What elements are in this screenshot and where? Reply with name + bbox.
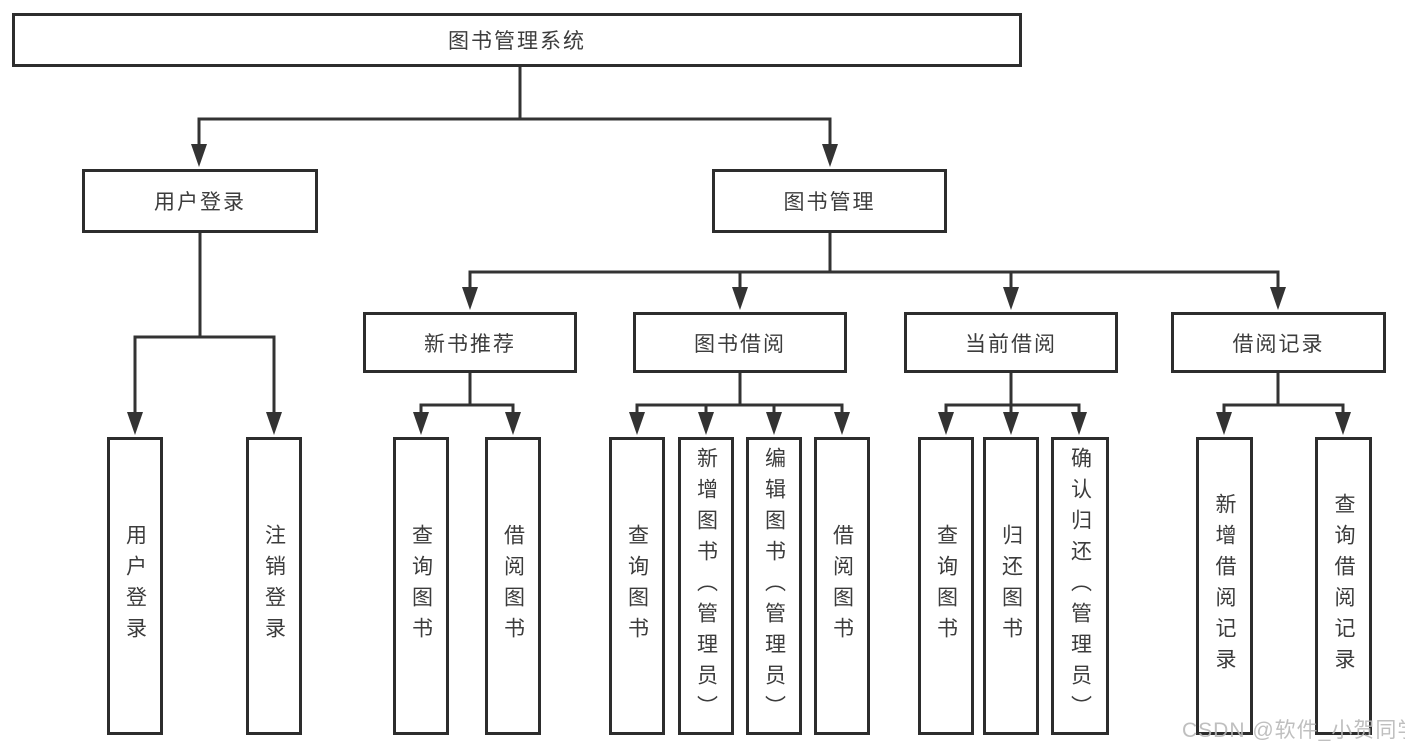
leaf-label: 借阅图书	[501, 524, 525, 648]
node-user-login: 用户登录	[82, 169, 318, 233]
leaf-label: 新增借阅记录	[1213, 493, 1236, 679]
leaf-records-add-record: 新增借阅记录	[1196, 437, 1253, 735]
node-label: 图书管理	[783, 191, 876, 214]
leaf-borrowing-add-books-admin: 新增图书（管理员）	[678, 437, 734, 735]
leaf-label: 用户登录	[123, 524, 147, 648]
leaf-newbook-query-books: 查询图书	[393, 437, 449, 735]
node-new-book-recommend: 新书推荐	[363, 312, 577, 373]
node-label: 用户登录	[154, 191, 246, 214]
leaf-label: 确认归还（管理员）	[1068, 446, 1092, 726]
leaf-label: 编辑图书（管理员）	[762, 446, 786, 726]
node-label: 图书管理系统	[448, 30, 586, 53]
leaf-newbook-borrow-books: 借阅图书	[485, 437, 541, 735]
leaf-label: 借阅图书	[830, 524, 854, 648]
leaf-records-query-record: 查询借阅记录	[1315, 437, 1372, 735]
leaf-borrowing-query-books: 查询图书	[609, 437, 665, 735]
leaf-label: 查询图书	[409, 524, 433, 648]
leaf-label: 新增图书（管理员）	[694, 446, 718, 726]
node-borrowing-records: 借阅记录	[1171, 312, 1386, 373]
leaf-label: 归还图书	[999, 524, 1023, 648]
leaf-label: 查询图书	[934, 524, 958, 648]
leaf-borrowing-borrow-books: 借阅图书	[814, 437, 870, 735]
node-label: 新书推荐	[424, 332, 516, 356]
leaf-current-confirm-return-admin: 确认归还（管理员）	[1051, 437, 1109, 735]
leaf-borrowing-edit-books-admin: 编辑图书（管理员）	[746, 437, 802, 735]
node-book-management: 图书管理	[712, 169, 947, 233]
leaf-logout: 注销登录	[246, 437, 302, 735]
leaf-label: 查询借阅记录	[1332, 493, 1355, 679]
leaf-user-login: 用户登录	[107, 437, 163, 735]
leaf-current-return-books: 归还图书	[983, 437, 1039, 735]
watermark-text: CSDN @软件_小贺同学	[1182, 719, 1405, 742]
node-label: 当前借阅	[965, 332, 1057, 356]
leaf-current-query-books: 查询图书	[918, 437, 974, 735]
leaf-label: 查询图书	[625, 524, 649, 648]
node-book-borrowing: 图书借阅	[633, 312, 847, 373]
leaf-label: 注销登录	[262, 524, 286, 648]
node-library-management-system: 图书管理系统	[12, 13, 1022, 67]
node-label: 借阅记录	[1232, 332, 1325, 356]
node-label: 图书借阅	[694, 332, 786, 356]
node-current-borrowing: 当前借阅	[904, 312, 1118, 373]
